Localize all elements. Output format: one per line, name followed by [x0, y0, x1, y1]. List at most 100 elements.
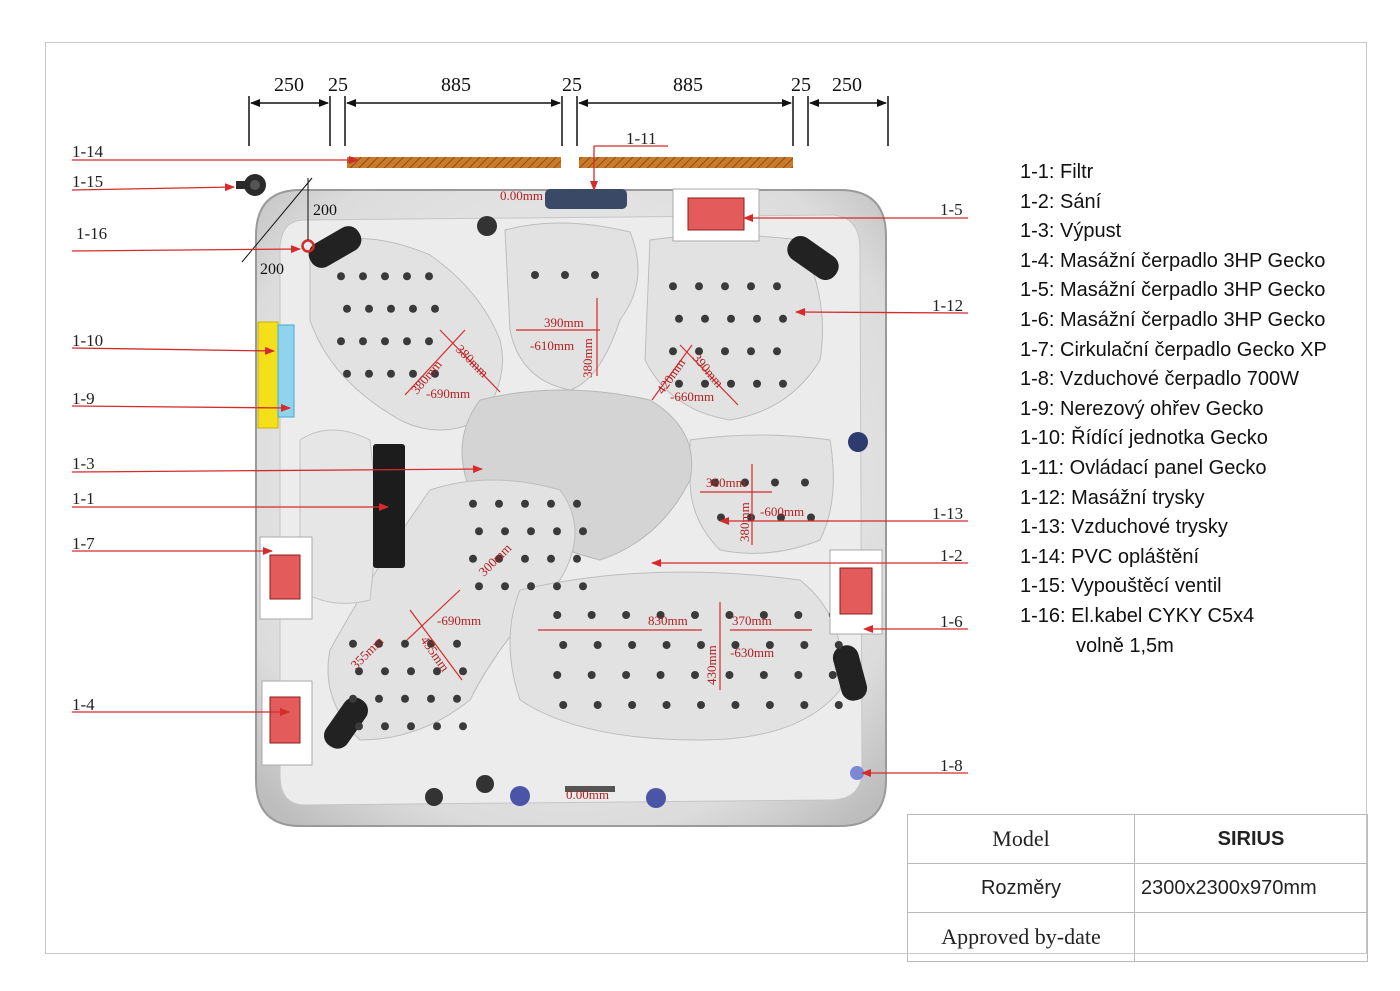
jet	[711, 478, 719, 487]
jet	[771, 478, 779, 487]
jet	[759, 671, 768, 679]
jet	[587, 611, 596, 619]
dim-label: 250	[274, 74, 304, 96]
corner-dim-label: 200	[260, 261, 284, 278]
jet	[381, 337, 389, 346]
jet	[375, 694, 383, 703]
jet	[453, 694, 461, 703]
jet	[697, 701, 705, 709]
jet	[459, 722, 467, 731]
top-dimension-labels: 250 25 885 25 885 25 250	[274, 74, 862, 96]
jet	[475, 527, 483, 536]
model-label: Model	[907, 814, 1135, 864]
jet	[794, 611, 803, 619]
jet	[593, 641, 602, 649]
jet	[433, 722, 441, 731]
jet	[593, 701, 602, 709]
jet	[553, 611, 562, 619]
meas-bottom-depth: 0.00mm	[566, 787, 609, 802]
jet	[401, 694, 409, 703]
jet	[349, 694, 357, 703]
jet	[741, 478, 749, 487]
jet	[381, 667, 389, 676]
jet	[691, 671, 699, 679]
jet	[731, 701, 740, 709]
legend-item: 1-12: Masážní trysky	[1020, 486, 1205, 509]
jet	[527, 527, 535, 536]
jet	[695, 347, 703, 356]
legend-item: 1-8: Vzduchové čerpadlo 700W	[1020, 368, 1300, 391]
jet	[365, 304, 373, 313]
jet	[721, 282, 729, 291]
jet	[343, 369, 351, 378]
pvc-panel-left	[347, 157, 561, 168]
jet	[669, 282, 677, 291]
dim-label: 885	[673, 74, 703, 96]
jet	[403, 272, 411, 281]
pump-1-5-icon	[672, 188, 760, 242]
jet	[828, 671, 837, 679]
jet	[701, 379, 709, 388]
jet	[381, 272, 389, 281]
size-label: Rozměry	[907, 863, 1135, 913]
legend-item: 1-9: Nerezový ohřev Gecko	[1020, 397, 1264, 420]
meas-r-height: 380mm	[737, 502, 752, 542]
legend-item: 1-2: Sání	[1020, 190, 1102, 213]
jet	[656, 611, 665, 619]
jet	[779, 314, 787, 323]
approved-value	[1134, 912, 1368, 962]
controller-unit	[257, 321, 279, 429]
jet	[697, 641, 705, 649]
jet	[656, 671, 665, 679]
jet	[425, 337, 433, 346]
dim-label: 25	[562, 74, 582, 96]
jet	[765, 701, 774, 709]
jet	[725, 671, 734, 679]
legend-item: 1-15: Vypouštěcí ventil	[1020, 575, 1222, 598]
jet	[662, 701, 671, 709]
jet	[662, 641, 671, 649]
jet	[717, 513, 725, 522]
jet	[675, 314, 683, 323]
pump-1-4-icon	[261, 680, 313, 766]
jet	[407, 667, 415, 676]
jet	[553, 582, 561, 591]
callout-1-11: 1-11	[626, 129, 657, 148]
callout-1-13: 1-13	[932, 504, 963, 523]
legend-item: 1-11: Ovládací panel Gecko	[1020, 456, 1267, 479]
jet	[779, 379, 787, 388]
jet	[777, 513, 785, 522]
callout-labels: 1-14 1-15 1-16 1-10 1-9 1-3 1-1 1-7 1-4 …	[72, 129, 963, 775]
jet	[561, 271, 569, 279]
jet	[431, 369, 439, 378]
jet	[747, 347, 755, 356]
callout-1-12: 1-12	[932, 296, 963, 315]
jet	[727, 379, 735, 388]
jet	[407, 722, 415, 731]
jet	[675, 379, 683, 388]
jet	[431, 304, 439, 313]
seat-measurement-lines	[404, 298, 812, 690]
jet	[501, 527, 509, 536]
callout-leaders	[71, 145, 969, 777]
equipment	[236, 174, 883, 766]
jet	[381, 722, 389, 731]
callout-1-2: 1-2	[940, 546, 963, 565]
jet	[591, 271, 599, 279]
pump-1-6-icon	[829, 549, 883, 635]
jet	[409, 304, 417, 313]
jet	[801, 478, 809, 487]
meas-tr-depth: -660mm	[670, 389, 714, 404]
jet	[403, 337, 411, 346]
meas-tc-height: 380mm	[580, 338, 595, 378]
callout-1-7: 1-7	[72, 534, 95, 553]
jet	[731, 641, 740, 649]
dim-label: 885	[441, 74, 471, 96]
jet	[547, 554, 555, 563]
pvc-panel-right	[579, 157, 793, 168]
jet	[355, 722, 363, 731]
meas-b-width: 830mm	[648, 613, 688, 628]
jet	[459, 667, 467, 676]
jet	[501, 582, 509, 591]
jet	[747, 513, 755, 522]
